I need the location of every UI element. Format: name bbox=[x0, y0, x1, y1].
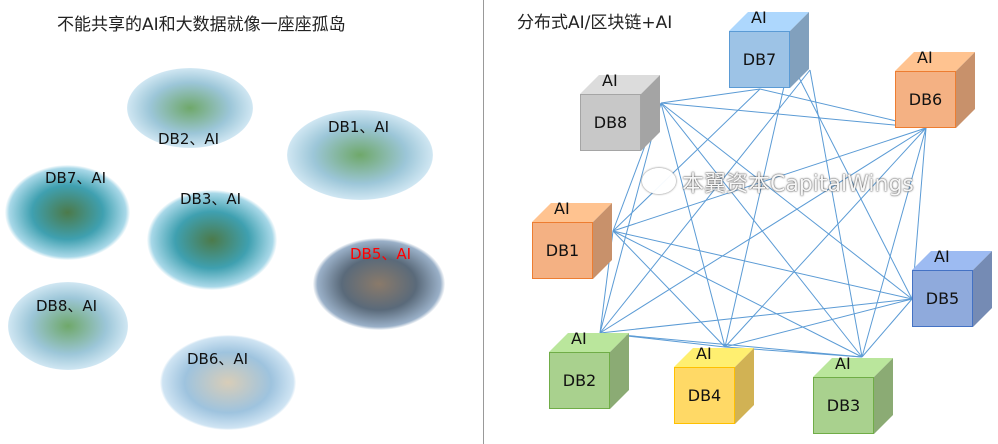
cube-ai-label: AI bbox=[751, 8, 767, 27]
node-cube-db6: DB6 AI bbox=[895, 48, 975, 128]
connection-line bbox=[660, 102, 863, 358]
cube-label: DB2 bbox=[549, 352, 610, 409]
cube-label: DB6 bbox=[895, 71, 956, 128]
watermark: 本翼资本CapitalWings bbox=[682, 172, 914, 197]
cube-label: DB7 bbox=[729, 31, 790, 88]
right-title: 分布式AI/区块链+AI bbox=[517, 13, 673, 33]
island-db2 bbox=[127, 68, 253, 148]
cube-ai-label: AI bbox=[835, 354, 851, 373]
connection-line bbox=[612, 88, 761, 232]
island-label-db6: DB6、AI bbox=[187, 350, 249, 368]
connection-line bbox=[861, 298, 913, 358]
cube-label: DB5 bbox=[912, 270, 973, 327]
connection-line bbox=[861, 127, 927, 358]
connection-line bbox=[612, 230, 863, 358]
cube-top bbox=[532, 203, 612, 222]
cube-top bbox=[729, 12, 809, 31]
cube-top bbox=[580, 75, 660, 94]
wechat-icon bbox=[642, 168, 676, 194]
cube-ai-label: AI bbox=[934, 247, 950, 266]
connection-line bbox=[660, 88, 761, 104]
island-db6 bbox=[160, 335, 296, 430]
island-label-db5: DB5、AI bbox=[350, 245, 412, 263]
island-label-db8: DB8、AI bbox=[36, 297, 98, 315]
cube-side bbox=[735, 348, 754, 424]
cube-side bbox=[973, 251, 992, 327]
connection-line bbox=[724, 59, 791, 348]
cube-side bbox=[593, 203, 612, 279]
connection-line bbox=[660, 102, 726, 348]
connection-line bbox=[599, 332, 863, 358]
cube-ai-label: AI bbox=[696, 344, 712, 363]
node-cube-db4: DB4 AI bbox=[674, 344, 754, 424]
connection-line bbox=[612, 127, 927, 232]
connection-line bbox=[612, 230, 726, 348]
island-db5 bbox=[313, 238, 445, 330]
island-label-db2: DB2、AI bbox=[158, 130, 220, 148]
island-db8 bbox=[8, 282, 128, 370]
cube-ai-label: AI bbox=[571, 329, 587, 348]
connection-line bbox=[599, 298, 913, 334]
cube-ai-label: AI bbox=[602, 71, 618, 90]
cube-label: DB1 bbox=[532, 222, 593, 279]
island-db3 bbox=[147, 190, 277, 290]
connection-line bbox=[724, 298, 913, 348]
cube-side bbox=[874, 358, 893, 434]
node-cube-db2: DB2 AI bbox=[549, 329, 629, 409]
cube-side bbox=[641, 75, 660, 151]
node-cube-db8: DB8 AI bbox=[580, 71, 660, 151]
cube-top bbox=[674, 348, 754, 367]
cube-top bbox=[813, 358, 893, 377]
island-db1 bbox=[287, 110, 433, 200]
cube-label: DB4 bbox=[674, 367, 735, 424]
node-cube-db1: DB1 AI bbox=[532, 199, 612, 279]
island-label-db1: DB1、AI bbox=[328, 118, 390, 136]
cube-side bbox=[610, 333, 629, 409]
cube-top bbox=[912, 251, 992, 270]
left-title: 不能共享的AI和大数据就像一座座孤岛 bbox=[57, 15, 346, 35]
island-label-db3: DB3、AI bbox=[180, 190, 242, 208]
connection-line bbox=[612, 230, 913, 300]
island-label-db7: DB7、AI bbox=[45, 169, 107, 187]
connection-line bbox=[660, 102, 927, 129]
node-cube-db5: DB5 AI bbox=[912, 247, 992, 327]
cube-ai-label: AI bbox=[554, 199, 570, 218]
connection-line bbox=[599, 127, 927, 334]
cube-side bbox=[790, 12, 809, 88]
connection-line bbox=[599, 102, 662, 334]
island-db7 bbox=[5, 165, 130, 260]
divider bbox=[483, 0, 484, 444]
node-cube-db3: DB3 AI bbox=[813, 354, 893, 434]
cube-top bbox=[895, 52, 975, 71]
connection-line bbox=[789, 59, 913, 300]
cube-side bbox=[956, 52, 975, 128]
cube-label: DB3 bbox=[813, 377, 874, 434]
connection-line bbox=[660, 102, 913, 300]
node-cube-db7: DB7 AI bbox=[729, 8, 809, 88]
connection-line bbox=[724, 127, 927, 348]
cube-top bbox=[549, 333, 629, 352]
cube-label: DB8 bbox=[580, 94, 641, 151]
cube-ai-label: AI bbox=[917, 48, 933, 67]
